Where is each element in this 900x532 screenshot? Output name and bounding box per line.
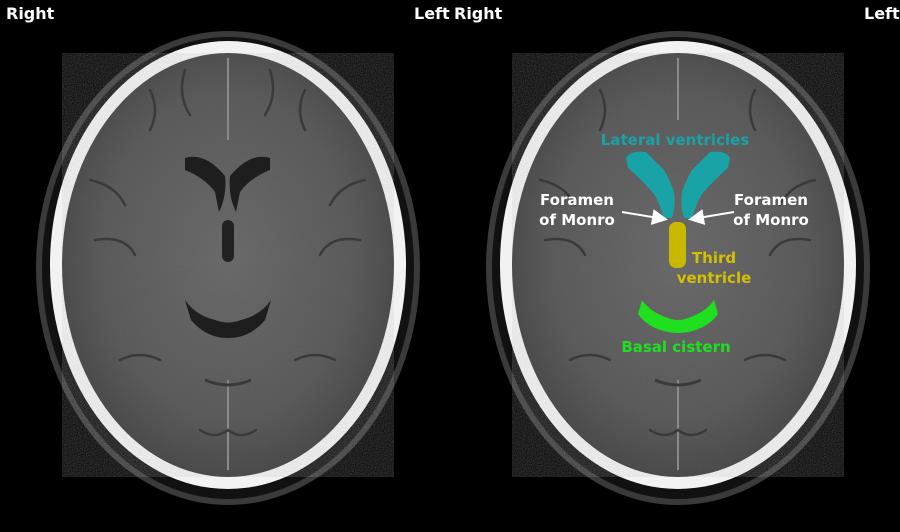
foramen-arrow-right xyxy=(621,209,668,225)
foramen-arrow-left xyxy=(688,209,735,225)
lateral-ventricles-overlay xyxy=(626,151,730,218)
third-ventricle-label: Third ventricle xyxy=(676,249,752,287)
ct-scan-image-annotated xyxy=(486,31,870,505)
basal-cistern-label: Basal cistern xyxy=(621,338,731,356)
third-ventricle-overlay xyxy=(669,222,686,268)
lateral-ventricles-label: Lateral ventricles xyxy=(600,131,750,149)
ct-panel-plain: Right Left xyxy=(6,4,450,505)
ct-scan-image-plain xyxy=(36,31,420,505)
basal-cistern-overlay xyxy=(638,300,718,333)
foramen-of-monro-right-label: Foramen of Monro xyxy=(539,191,615,229)
orientation-left-label: Left xyxy=(414,4,450,23)
orientation-left-label: Left xyxy=(864,4,900,23)
orientation-right-label: Right xyxy=(6,4,55,23)
ct-panel-annotated: Right Left Lateral ventricles Foramen of… xyxy=(450,0,900,532)
foramen-of-monro-left-label: Foramen of Monro xyxy=(733,191,809,229)
orientation-right-label: Right xyxy=(454,4,503,23)
